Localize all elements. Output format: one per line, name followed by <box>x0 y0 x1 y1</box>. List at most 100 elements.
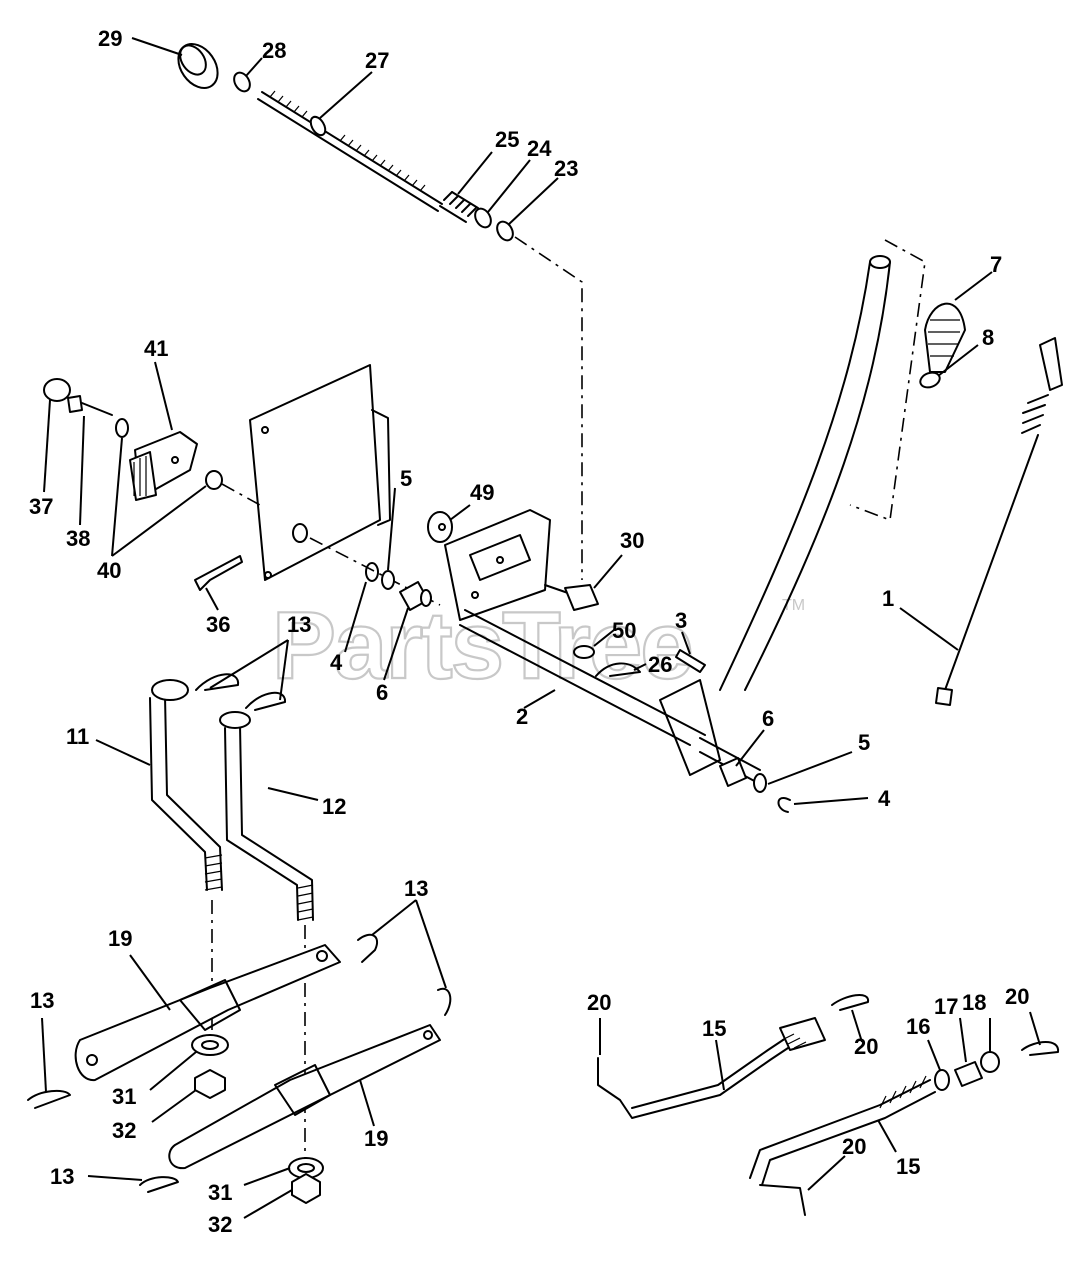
leader-1 <box>899 607 959 651</box>
hairpin-20-top[interactable] <box>831 994 869 1011</box>
washer-50[interactable] <box>573 645 595 659</box>
lift-lever-tube[interactable] <box>719 255 891 691</box>
hairpin-13f[interactable] <box>139 1176 179 1193</box>
leader-37 <box>43 399 51 493</box>
hairpin-13e[interactable] <box>27 1089 71 1109</box>
knob-41[interactable] <box>129 431 198 501</box>
hairpin-13b[interactable] <box>245 692 287 711</box>
knob-29[interactable] <box>170 37 225 96</box>
leader-8 <box>937 344 979 377</box>
hairpin-13a[interactable] <box>195 673 240 691</box>
bolt-38[interactable] <box>67 395 113 416</box>
washer-5-right[interactable] <box>753 773 767 793</box>
callout-4-right: 4 <box>878 786 891 811</box>
rod-15-lower[interactable] <box>749 1075 936 1216</box>
ring-4-left[interactable] <box>365 562 379 582</box>
leader-26 <box>633 663 647 671</box>
nut-32-lower[interactable] <box>291 1173 321 1204</box>
callout-20-right: 20 <box>1005 984 1029 1009</box>
leader-16 <box>927 1039 941 1071</box>
ring-4-right[interactable] <box>777 797 791 813</box>
hairpin-20-right[interactable] <box>1021 1041 1060 1056</box>
callout-6-upper: 6 <box>376 680 388 705</box>
nut-28[interactable] <box>231 70 253 94</box>
leader-11 <box>95 739 151 766</box>
nut-32-upper[interactable] <box>194 1069 226 1099</box>
bushing-6-left[interactable] <box>399 581 432 611</box>
leader-29 <box>131 37 183 56</box>
leader-6a <box>383 607 409 681</box>
nut-18[interactable] <box>980 1051 1000 1073</box>
leader-50 <box>593 629 615 647</box>
rod-1[interactable] <box>935 337 1063 706</box>
callout-19-upper: 19 <box>108 926 132 951</box>
callout-5-right: 5 <box>858 730 870 755</box>
washer-49[interactable] <box>427 511 453 543</box>
callout-30: 30 <box>620 528 644 553</box>
bushing-6-right[interactable] <box>719 757 747 787</box>
leader-19a <box>129 954 171 1011</box>
leader-28 <box>245 57 263 77</box>
callout-38: 38 <box>66 526 90 551</box>
leader-4a <box>344 581 367 653</box>
callout-31-upper: 31 <box>112 1084 136 1109</box>
leader-7 <box>954 271 993 301</box>
spring-25[interactable] <box>439 191 479 223</box>
pin-3[interactable] <box>675 649 706 673</box>
leader-5a <box>387 487 396 571</box>
callout-12: 12 <box>322 794 346 819</box>
pivot-bracket[interactable] <box>444 509 551 621</box>
leader-38 <box>79 415 85 526</box>
lift-link-11[interactable] <box>149 679 223 891</box>
lift-link-12[interactable] <box>219 711 314 921</box>
clip-36[interactable] <box>194 555 243 591</box>
lift-arm-19-lower[interactable] <box>168 1024 441 1170</box>
callout-20-left: 20 <box>587 990 611 1015</box>
callout-31-lower: 31 <box>208 1180 232 1205</box>
lift-arm-19-upper[interactable] <box>74 944 341 1082</box>
handle-grip-7[interactable] <box>924 302 966 373</box>
callout-8: 8 <box>982 325 994 350</box>
leader-13c <box>371 899 417 936</box>
washer-16[interactable] <box>934 1069 950 1091</box>
cap-37[interactable] <box>43 378 71 402</box>
washer-23[interactable] <box>494 219 516 243</box>
callout-32-lower: 32 <box>208 1212 232 1237</box>
callout-36: 36 <box>206 612 230 637</box>
callout-2: 2 <box>516 704 528 729</box>
leader-25 <box>457 151 493 195</box>
leader-13e <box>41 1017 47 1093</box>
leader-3 <box>681 631 691 655</box>
leader-40a <box>111 437 123 557</box>
callout-13-middle: 13 <box>404 876 428 901</box>
leader-13b <box>279 639 289 701</box>
callout-40: 40 <box>97 558 121 583</box>
washer-40a[interactable] <box>115 418 129 438</box>
hairpin-13c[interactable] <box>357 933 378 963</box>
leader-5b <box>767 751 853 785</box>
callout-5-upper: 5 <box>400 466 412 491</box>
callout-29: 29 <box>98 26 122 51</box>
hairpin-13d[interactable] <box>437 987 452 1016</box>
leader-15a <box>715 1039 725 1091</box>
rod-15-upper[interactable] <box>597 1017 826 1119</box>
mounting-plate[interactable] <box>249 364 391 581</box>
spacer-17[interactable] <box>954 1061 983 1087</box>
washer-40b[interactable] <box>205 470 223 490</box>
callout-15-upper: 15 <box>702 1016 726 1041</box>
leader-31b <box>243 1167 291 1186</box>
leader-12 <box>267 787 319 801</box>
leader-4b <box>793 797 869 805</box>
rod-27[interactable] <box>257 90 443 212</box>
pin-26[interactable] <box>595 662 641 677</box>
washer-24[interactable] <box>472 206 494 230</box>
swivel-30[interactable] <box>544 584 599 611</box>
leader-40b <box>111 485 207 557</box>
cap-8[interactable] <box>918 370 942 390</box>
callout-3: 3 <box>675 608 687 633</box>
nut-31-upper[interactable] <box>191 1034 229 1056</box>
leader-6b <box>735 729 765 767</box>
callout-4-upper: 4 <box>330 650 343 675</box>
washer-5-left[interactable] <box>381 570 395 590</box>
